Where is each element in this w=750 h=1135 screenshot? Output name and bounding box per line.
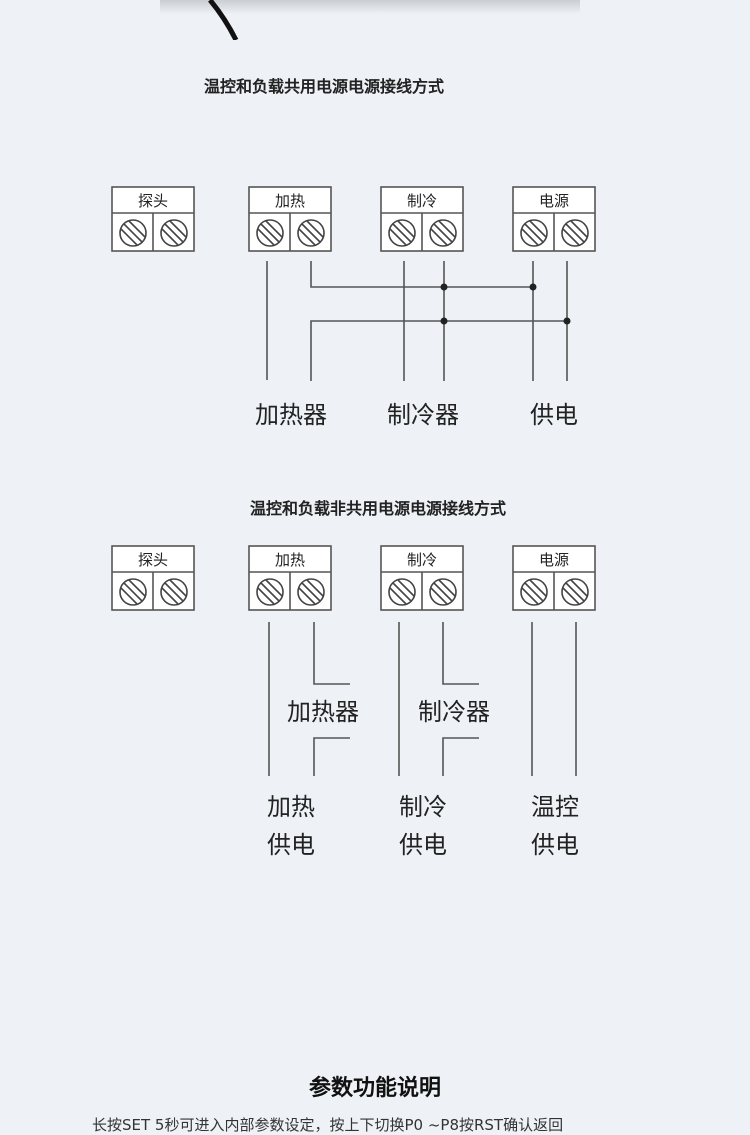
svg-text:探头: 探头	[138, 192, 168, 210]
terminal-cooling-1: 制冷	[380, 186, 464, 252]
wires-diagram2	[268, 622, 577, 776]
inline-heater-2: 加热器	[287, 698, 359, 726]
terminal-probe-1: 探头	[111, 186, 195, 252]
svg-text:电源: 电源	[539, 192, 569, 210]
supply-heating-line1: 加热	[267, 793, 315, 821]
supply-controller-line2: 供电	[531, 831, 579, 859]
svg-text:加热: 加热	[275, 551, 305, 569]
supply-heating-line2: 供电	[267, 831, 315, 859]
product-photo-strip	[0, 0, 750, 40]
svg-text:探头: 探头	[138, 551, 168, 569]
wires-diagram1	[266, 261, 571, 381]
parameter-section-heading: 参数功能说明	[308, 1076, 441, 1101]
terminal-heating-1: 加热	[248, 186, 332, 252]
svg-text:制冷: 制冷	[407, 192, 437, 210]
load-cooler-1: 制冷器	[387, 401, 459, 429]
svg-text:制冷: 制冷	[407, 551, 437, 569]
svg-text:电源: 电源	[539, 551, 569, 569]
terminal-power-2: 电源	[512, 545, 596, 611]
parameter-section-text: 长按SET 5秒可进入内部参数设定，按上下切换P0 ~P8按RST确认返回	[92, 1116, 564, 1134]
terminal-probe-2: 探头	[111, 545, 195, 611]
inline-cooler-2: 制冷器	[418, 698, 490, 726]
load-supply-1: 供电	[530, 401, 578, 429]
terminal-heating-2: 加热	[248, 545, 332, 611]
diagram1-title: 温控和负载共用电源电源接线方式	[203, 77, 444, 96]
load-heater-1: 加热器	[255, 401, 327, 429]
supply-controller-line1: 温控	[531, 793, 579, 821]
svg-text:加热: 加热	[275, 192, 305, 210]
diagram2-title: 温控和负载非共用电源电源接线方式	[249, 499, 506, 518]
supply-cooling-line1: 制冷	[399, 793, 447, 821]
terminal-cooling-2: 制冷	[380, 545, 464, 611]
terminal-power-1: 电源	[512, 186, 596, 252]
supply-cooling-line2: 供电	[399, 831, 447, 859]
